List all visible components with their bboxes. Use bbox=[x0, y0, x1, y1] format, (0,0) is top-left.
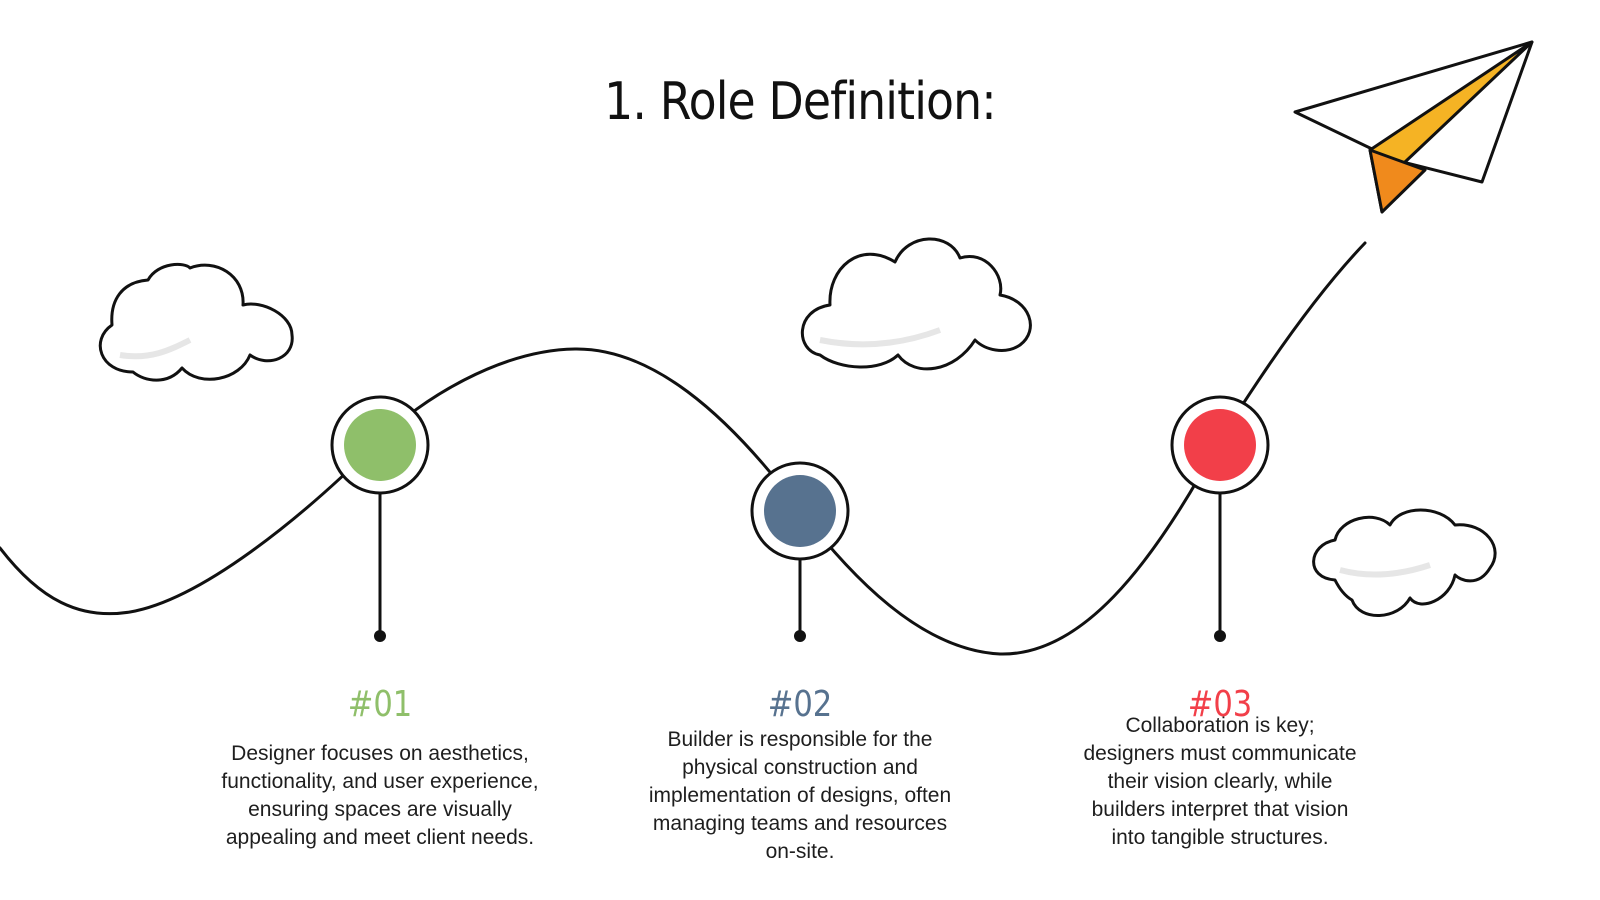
milestone-description-02: Builder is responsible for the physical … bbox=[648, 728, 952, 863]
milestone-description-03: Collaboration is key; designers must com… bbox=[1083, 714, 1357, 849]
slide-title: 1. Role Definition: bbox=[604, 72, 997, 132]
milestone-marker-01 bbox=[330, 395, 430, 642]
cloud-icon bbox=[800, 237, 1032, 371]
timeline-path bbox=[0, 241, 1367, 656]
milestone-description-01: Designer focuses on aesthetics, function… bbox=[221, 742, 539, 849]
milestone-number-01: #01 bbox=[347, 684, 413, 725]
milestone-marker-03 bbox=[1170, 395, 1270, 642]
cloud-icon bbox=[1312, 508, 1497, 617]
milestone-number-02: #02 bbox=[767, 684, 833, 725]
milestone-marker-02 bbox=[750, 461, 850, 642]
milestone-number-03: #03 bbox=[1187, 684, 1253, 725]
cloud-icon bbox=[98, 262, 294, 382]
paper-plane-icon bbox=[1293, 40, 1534, 214]
